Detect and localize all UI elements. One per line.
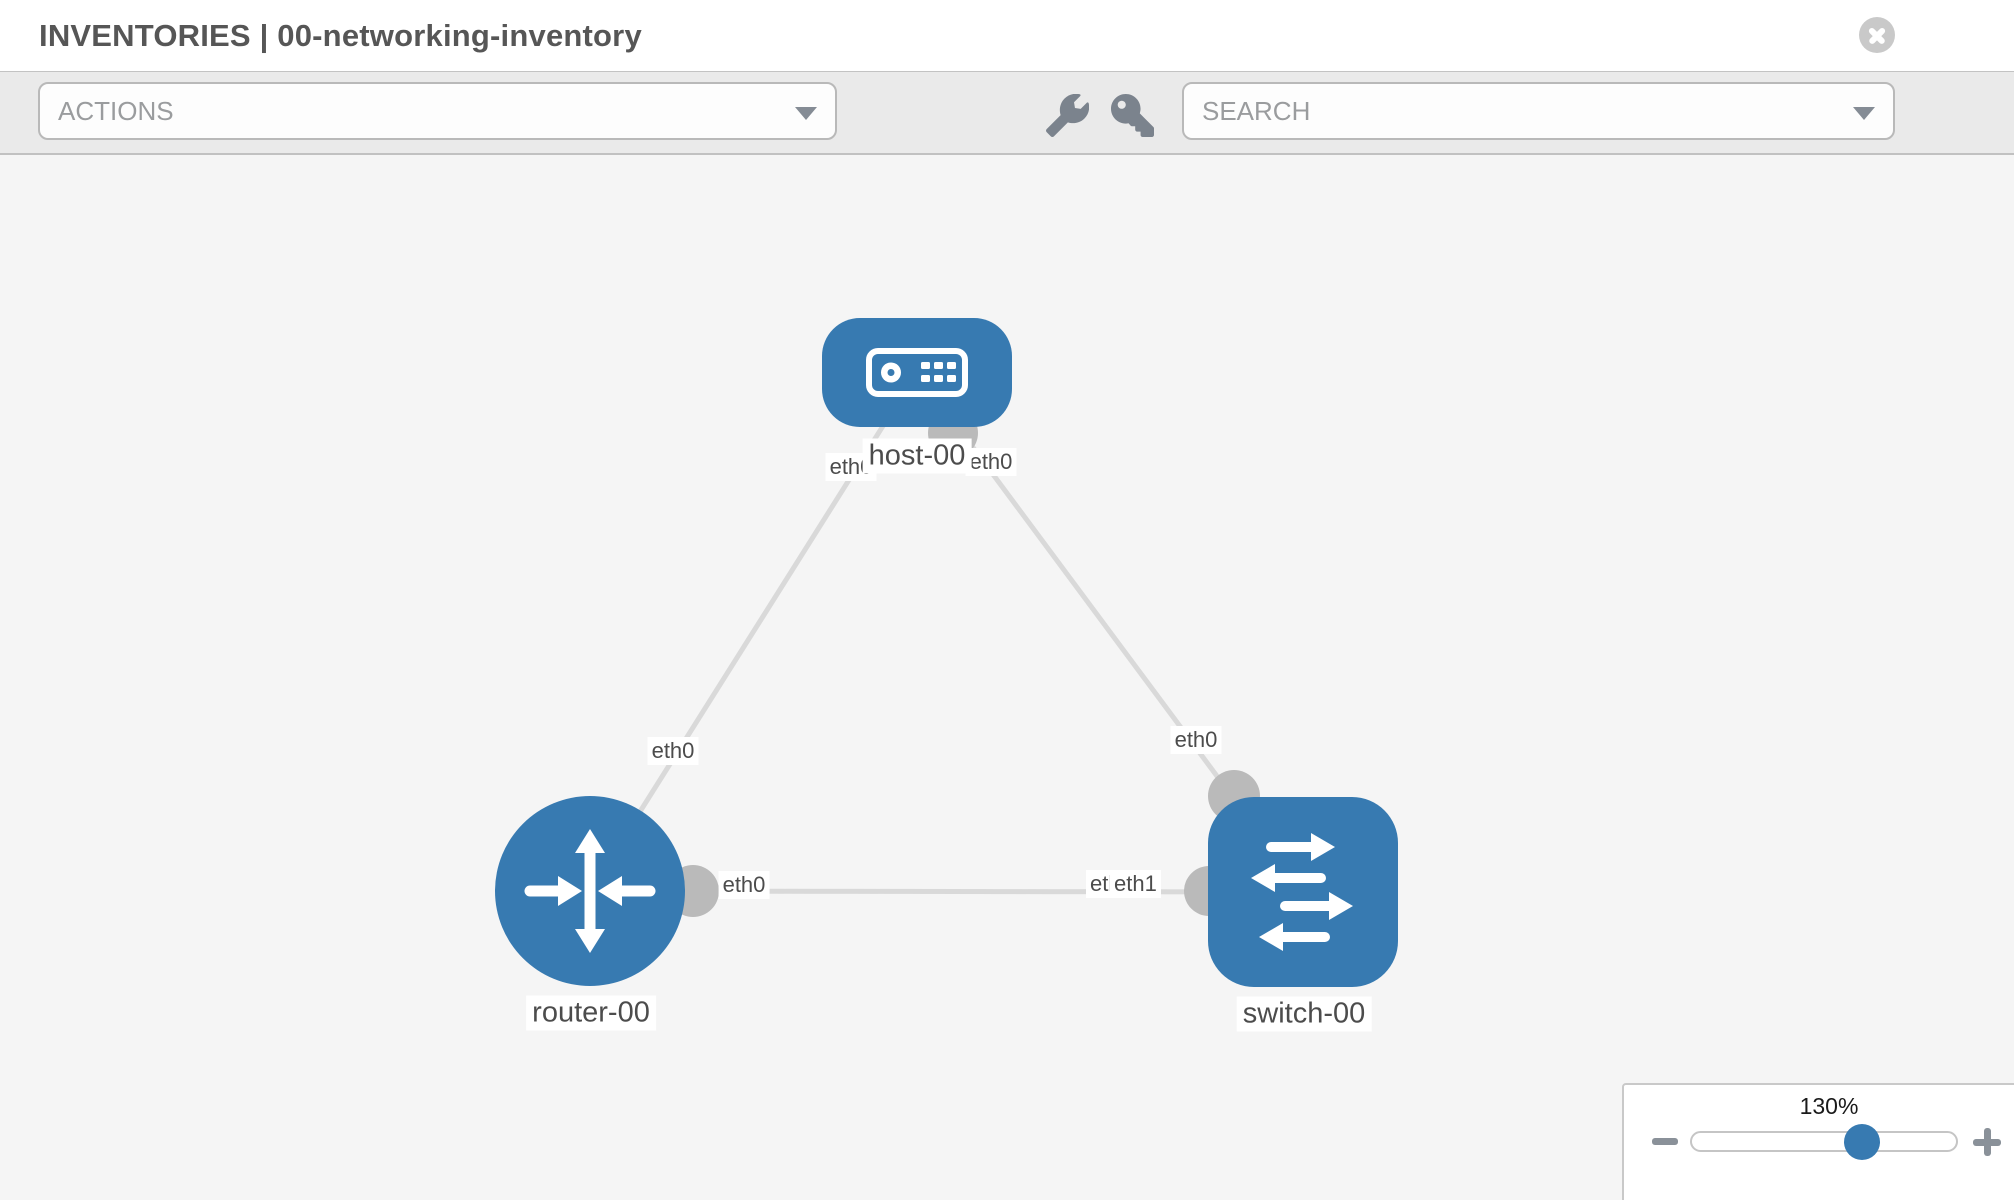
wrench-icon[interactable] [1046, 94, 1089, 137]
node-switch-00[interactable] [1208, 797, 1398, 987]
router-icon [524, 829, 656, 953]
zoom-in-button[interactable] [1973, 1128, 2001, 1156]
key-icon[interactable] [1111, 94, 1154, 137]
chevron-down-icon [795, 107, 817, 120]
node-router-00[interactable] [495, 796, 685, 986]
close-button[interactable] [1859, 17, 1895, 53]
node-label-switch: switch-00 [1236, 996, 1372, 1032]
zoom-slider-handle[interactable] [1844, 1124, 1880, 1160]
zoom-slider-track[interactable] [1690, 1131, 1958, 1152]
topology-canvas-background [0, 154, 2014, 1200]
host-icon [866, 348, 968, 397]
toolbar: ACTIONS SEARCH [0, 72, 2014, 155]
page-title: INVENTORIES | 00-networking-inventory [39, 17, 642, 53]
search-dropdown-label: SEARCH [1202, 95, 1311, 126]
node-label-host: host-00 [862, 438, 972, 474]
interface-label: eth0 [1170, 726, 1222, 754]
close-icon [1859, 17, 1895, 53]
zoom-level-value: 130% [1799, 1093, 1859, 1119]
zoom-control-panel: 130% [1622, 1083, 2014, 1200]
node-label-router: router-00 [526, 995, 656, 1031]
interface-label: eth0 [965, 448, 1017, 476]
switch-icon [1251, 833, 1353, 951]
page-header: INVENTORIES | 00-networking-inventory [0, 0, 2014, 72]
zoom-out-button[interactable] [1652, 1138, 1678, 1145]
interface-label: eth0 [718, 871, 770, 899]
search-dropdown[interactable]: SEARCH [1182, 82, 1895, 140]
node-host-00[interactable] [822, 318, 1012, 427]
chevron-down-icon [1853, 107, 1875, 120]
interface-label: eth0 [647, 737, 699, 765]
interface-label: eth1 [1110, 870, 1161, 898]
actions-dropdown-label: ACTIONS [58, 95, 174, 126]
actions-dropdown[interactable]: ACTIONS [38, 82, 837, 140]
